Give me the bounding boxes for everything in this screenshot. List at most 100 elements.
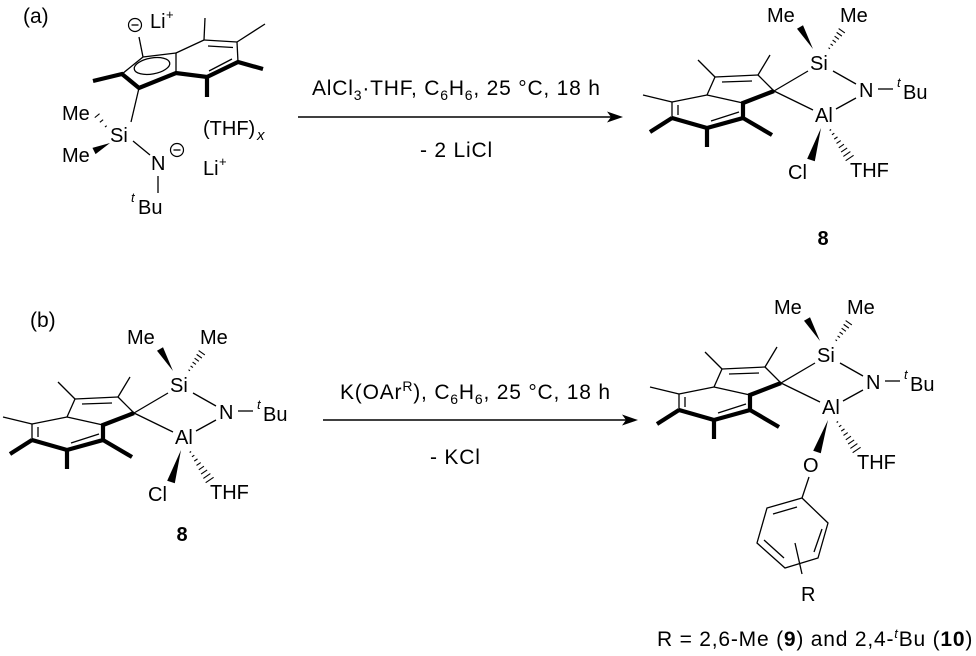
cation-charge: + — [166, 7, 174, 22]
aluminum-label: Al — [175, 427, 193, 449]
double-bond-inner — [772, 506, 798, 515]
double-bond-inner — [81, 402, 113, 405]
compound-8-reactant: Me Me Si N t Bu Al Cl THF — [2, 327, 287, 506]
hash-mark — [830, 43, 834, 47]
bond-si-n — [192, 392, 217, 407]
scheme-label-b: (b) — [30, 309, 56, 332]
bond-si-c1 — [773, 70, 809, 92]
bold-methyl-bond — [741, 116, 774, 137]
scheme-label-a: (a) — [23, 5, 49, 28]
wedge-bond — [813, 420, 828, 454]
hash-mark — [205, 476, 214, 484]
tert-prefix: t — [897, 75, 902, 90]
tert-butyl-label: Bu — [903, 82, 927, 104]
bond-c3-c3a — [706, 76, 716, 96]
bond-c3a-c7a — [706, 94, 744, 104]
methyl-bond — [642, 94, 673, 103]
tert-prefix: t — [131, 190, 136, 205]
compound-number: 8 — [176, 524, 187, 546]
byproduct-label-b: - KCl — [430, 446, 481, 469]
hashed-bond — [828, 28, 846, 50]
bold-ring-edge — [671, 89, 775, 131]
hashed-bond — [835, 320, 853, 342]
compound-number: 10 — [940, 628, 965, 651]
chloride-label: Cl — [148, 484, 167, 506]
double-bond-inner — [728, 372, 760, 375]
charge-circle — [127, 17, 143, 33]
bond-c3-c3a — [713, 368, 723, 388]
lithium-cation-label: Li — [150, 11, 166, 33]
hash-mark — [843, 432, 849, 436]
hash-mark — [99, 119, 104, 123]
bond-n-al — [195, 419, 217, 432]
text-segment: H — [459, 381, 475, 404]
aromatic-ring-circle — [133, 56, 171, 76]
reaction-arrow-b — [323, 414, 638, 426]
hash-mark — [834, 35, 840, 40]
thf-ligand-label: THF — [857, 452, 896, 474]
bond-c7a-c7 — [175, 39, 205, 54]
hash-mark — [840, 147, 848, 153]
double-bond-inner — [208, 58, 233, 72]
bond-si-c1 — [780, 362, 816, 384]
bond-n-al — [842, 389, 864, 402]
hash-mark — [831, 132, 835, 136]
bond-si-c1 — [133, 392, 169, 414]
aluminum-label: Al — [815, 105, 833, 127]
double-bond-inner — [207, 45, 234, 49]
methyl-bond — [117, 376, 131, 398]
double-bond-inner — [721, 80, 753, 83]
substituent-legend: R = 2,6-Me (9) and 2,4-tBu (10) — [657, 626, 973, 651]
charge-circle — [169, 142, 185, 158]
hash-mark — [200, 469, 208, 475]
hash-mark — [835, 339, 838, 342]
hash-mark — [203, 473, 211, 479]
bond-si-n — [832, 70, 857, 85]
tert-prefix: t — [894, 626, 899, 641]
nitrogen-label: N — [219, 402, 233, 424]
hash-mark — [833, 136, 838, 140]
hash-mark — [836, 421, 839, 423]
bond-c3a-c4 — [671, 94, 708, 103]
subscript: 6 — [440, 87, 449, 103]
methyl-bond — [757, 54, 771, 76]
substituent-bond — [794, 542, 803, 575]
hash-mark — [190, 365, 194, 369]
bond-si-n — [132, 140, 151, 156]
bond-n-al — [835, 97, 857, 110]
bond-o-aryl — [801, 476, 810, 499]
bond-c3a-c4 — [678, 386, 715, 395]
thf-ligand-label: THF — [850, 160, 889, 182]
hash-mark — [845, 435, 852, 441]
bold-methyl-bond — [655, 408, 681, 426]
tert-prefix: t — [257, 397, 262, 412]
reaction-arrow-a — [298, 111, 623, 123]
bond-c1-c7a — [142, 52, 177, 58]
hash-mark — [196, 462, 202, 466]
hashed-bond — [829, 129, 854, 162]
methyl-label: Me — [774, 297, 802, 319]
text-segment: ·THF, C — [362, 77, 440, 100]
silicon-label: Si — [110, 125, 128, 147]
text-segment: , 25 °C, 18 h — [483, 381, 610, 404]
bold-ring-edge — [678, 381, 782, 423]
bond-c1-charge — [138, 36, 144, 58]
double-bond-inner — [710, 111, 740, 122]
hash-mark — [840, 428, 845, 432]
bond-c1-c2 — [117, 396, 135, 414]
arrow-head-icon — [622, 414, 638, 426]
bold-methyl-bond — [648, 116, 674, 134]
arrow-head-icon — [607, 111, 623, 123]
hashed-bond — [188, 350, 206, 372]
hash-mark — [836, 140, 842, 144]
hash-mark — [832, 39, 837, 43]
text-segment: K(OAr — [340, 381, 402, 404]
dilithium-ligand-reactant: Li + Me Si Me N t Bu (THF) x Li + — [62, 7, 266, 219]
hash-mark — [838, 424, 842, 428]
hash-mark — [843, 323, 850, 329]
bold-methyl-bond — [101, 438, 134, 459]
bond-al-c1 — [780, 382, 821, 403]
tert-butyl-label: Bu — [138, 197, 162, 219]
oxygen-label: O — [803, 455, 819, 477]
